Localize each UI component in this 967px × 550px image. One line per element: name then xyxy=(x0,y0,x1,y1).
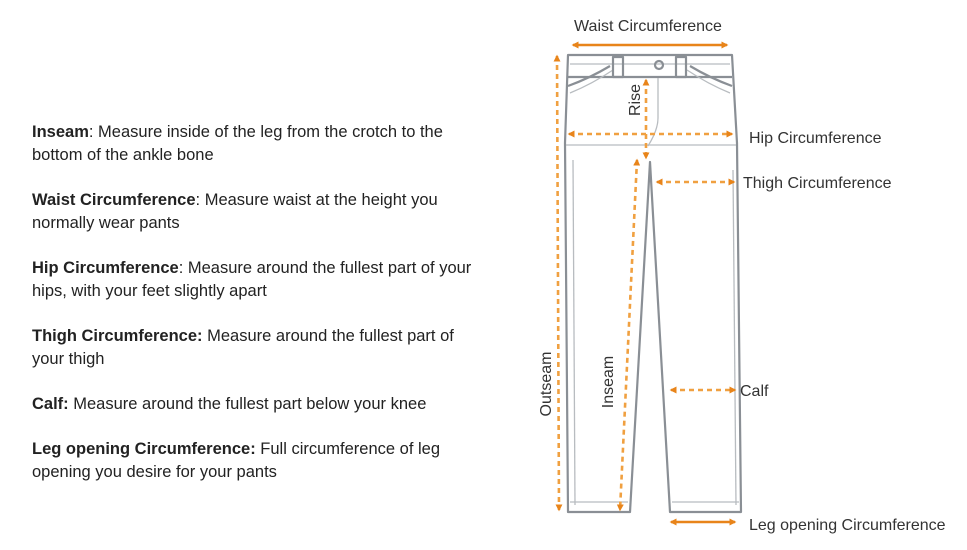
leg-opening-label: Leg opening Circumference xyxy=(749,517,946,534)
definition-text: Measure around the fullest part of your … xyxy=(32,259,472,300)
inseam-label: Inseam xyxy=(600,356,617,408)
definition-term: Hip Circumference xyxy=(32,259,179,277)
pants-body xyxy=(563,53,743,514)
definition-calf: Calf: Measure around the fullest part be… xyxy=(32,393,482,416)
definition-text: Measure around the fullest part of your … xyxy=(32,327,454,368)
inseam-arrow xyxy=(616,158,641,512)
definition-term: Waist Circumference xyxy=(32,191,196,209)
definition-separator: : xyxy=(88,123,99,141)
belt-loop-right xyxy=(674,55,688,79)
definition-separator: : xyxy=(178,259,188,277)
measurement-definitions: Inseam: Measure inside of the leg from t… xyxy=(32,121,482,506)
definition-leg-opening: Leg opening Circumference: Full circumfe… xyxy=(32,438,482,484)
hip-label: Hip Circumference xyxy=(749,130,882,147)
definition-thigh: Thigh Circumference: Measure around the … xyxy=(32,325,482,371)
outseam-label: Outseam xyxy=(538,352,555,417)
waist-label: Waist Circumference xyxy=(574,18,722,35)
definition-term: Thigh Circumference: xyxy=(32,327,203,345)
right-pocket-stitch xyxy=(686,69,731,94)
definition-term: Calf: xyxy=(32,395,69,413)
thigh-label: Thigh Circumference xyxy=(743,175,892,192)
definition-text: Measure waist at the height you normally… xyxy=(32,191,438,232)
definition-separator: : xyxy=(195,191,205,209)
waist-button xyxy=(653,59,665,71)
left-pocket-stitch xyxy=(569,69,614,94)
rise-label: Rise xyxy=(627,84,644,116)
definition-text: Full circumference of leg opening you de… xyxy=(32,440,441,481)
belt-loop-left xyxy=(611,55,625,79)
pants-outline xyxy=(563,53,743,514)
outer-seam-left xyxy=(572,159,576,506)
outseam-arrow xyxy=(553,54,563,512)
definition-inseam: Inseam: Measure inside of the leg from t… xyxy=(32,121,482,167)
definition-term: Leg opening Circumference: xyxy=(32,440,256,458)
definition-text: Measure inside of the leg from the crotc… xyxy=(32,123,443,164)
definition-hip: Hip Circumference: Measure around the fu… xyxy=(32,257,482,303)
right-pocket xyxy=(689,65,733,88)
outer-seam-right xyxy=(732,169,737,506)
definition-waist: Waist Circumference: Measure waist at th… xyxy=(32,189,482,235)
measurement-arrows xyxy=(553,41,737,526)
definition-term: Inseam xyxy=(32,123,89,141)
left-pocket xyxy=(567,65,611,88)
fly-stitch xyxy=(647,78,659,147)
calf-label: Calf xyxy=(740,383,769,400)
definition-text: Measure around the fullest part below yo… xyxy=(73,395,427,413)
